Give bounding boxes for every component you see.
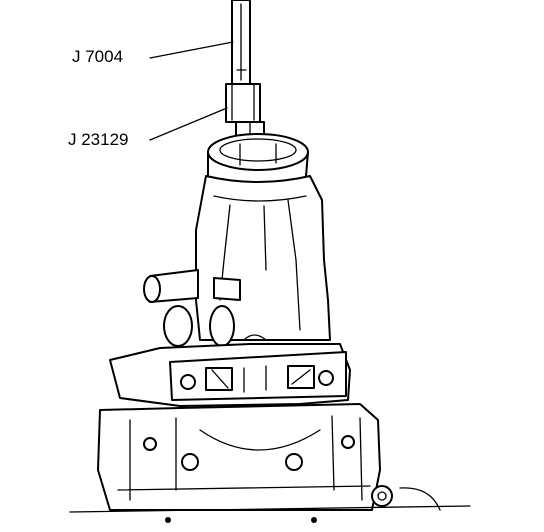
- callout-label-j7004: J 7004: [72, 47, 123, 66]
- main-case-flange: [109, 343, 351, 407]
- slide-hammer-rod: [231, 0, 251, 85]
- bearing-bore: [207, 133, 309, 177]
- extension-housing: [143, 175, 331, 347]
- callout-label-j23129: J 23129: [68, 130, 129, 149]
- transmission-case: [69, 403, 471, 523]
- callout-leader-lines: [149, 41, 234, 141]
